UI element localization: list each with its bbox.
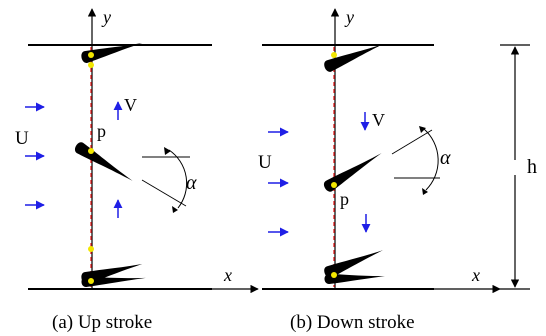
angle-arc-tick <box>419 126 426 133</box>
angle-label: α <box>186 172 197 194</box>
pivot-label: p <box>97 121 106 141</box>
angle-arc-tick <box>422 188 428 195</box>
airfoil-top <box>81 42 143 63</box>
caption-b: (b) Down stroke <box>290 312 415 333</box>
angle-label: α <box>440 147 451 169</box>
pivot-point <box>88 148 94 154</box>
pivot-point <box>331 182 337 188</box>
freestream-label: U <box>15 128 29 149</box>
angle-arc-tick <box>172 206 178 213</box>
pivot-point <box>88 52 94 58</box>
spacing-label: h <box>527 156 537 178</box>
velocity-label: V <box>372 110 385 130</box>
x-axis-label: x <box>223 265 232 285</box>
pivot-label: p <box>340 189 349 209</box>
angle-arc-tick <box>164 147 171 155</box>
pivot-point <box>88 246 94 252</box>
freestream-label: U <box>258 152 272 173</box>
pivot-point <box>331 52 337 58</box>
angle-arc <box>423 128 439 191</box>
caption-a: (a) Up stroke <box>52 312 152 333</box>
airfoil-bottom-shadow <box>324 274 385 284</box>
x-axis-label: x <box>471 265 480 285</box>
pivot-point <box>331 272 337 278</box>
y-axis-label: y <box>101 7 111 27</box>
panel-b-down-stroke: y x U V p α (b) Down stroke <box>258 7 501 333</box>
pivot-point <box>88 62 94 68</box>
chord-extension-line <box>141 179 187 207</box>
angle-arc <box>168 149 188 209</box>
chord-extension-line <box>391 129 433 155</box>
pivot-point <box>88 278 94 284</box>
airfoil-top <box>324 44 383 72</box>
velocity-label: V <box>124 95 137 115</box>
airfoil-bottom-shadow <box>81 277 146 287</box>
airfoil-middle <box>323 153 382 192</box>
y-axis-label: y <box>344 7 354 27</box>
spacing-dimension: h <box>500 44 537 290</box>
panel-a-up-stroke: y x U V p α (a) Up stroke <box>15 7 259 333</box>
airfoil-bottom <box>324 250 383 278</box>
airfoil-middle <box>74 142 133 181</box>
